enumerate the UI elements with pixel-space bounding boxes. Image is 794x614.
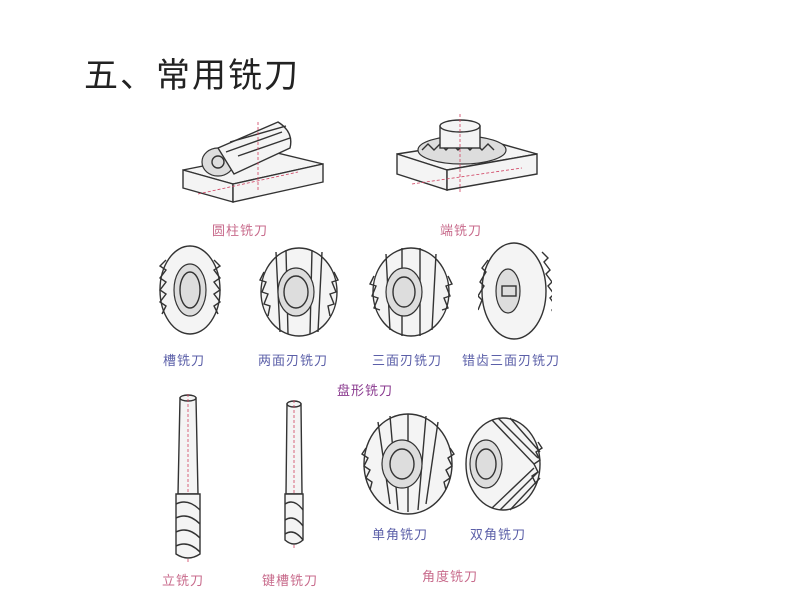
two-side-cutter-illustration (256, 242, 342, 342)
face-cutter-caption: 端铣刀 (440, 224, 483, 239)
single-angle-cutter-illustration (360, 408, 456, 520)
face-cutter-illustration (392, 112, 542, 207)
keyway-cutter-caption: 键槽铣刀 (262, 574, 319, 589)
three-side-cutter-illustration (368, 242, 454, 342)
cylindrical-cutter-caption: 圆柱铣刀 (212, 224, 269, 239)
staggered-cutter-caption: 错齿三面刃铣刀 (462, 354, 561, 369)
slot-cutter-illustration (156, 240, 226, 340)
slide-title: 五、常用铣刀 (84, 56, 300, 96)
disc-cutter-group-caption: 盘形铣刀 (337, 384, 394, 399)
keyway-cutter-illustration (276, 400, 312, 550)
cylindrical-cutter-illustration (178, 112, 328, 207)
single-angle-cutter-caption: 单角铣刀 (372, 528, 429, 543)
angle-cutter-group-caption: 角度铣刀 (422, 570, 479, 585)
end-mill-illustration (166, 394, 210, 564)
three-side-cutter-caption: 三面刃铣刀 (372, 354, 443, 369)
staggered-cutter-illustration (478, 238, 552, 344)
end-mill-caption: 立铣刀 (162, 574, 205, 589)
double-angle-cutter-illustration (462, 412, 544, 516)
two-side-cutter-caption: 两面刃铣刀 (258, 354, 329, 369)
slot-cutter-caption: 槽铣刀 (163, 354, 206, 369)
double-angle-cutter-caption: 双角铣刀 (470, 528, 527, 543)
